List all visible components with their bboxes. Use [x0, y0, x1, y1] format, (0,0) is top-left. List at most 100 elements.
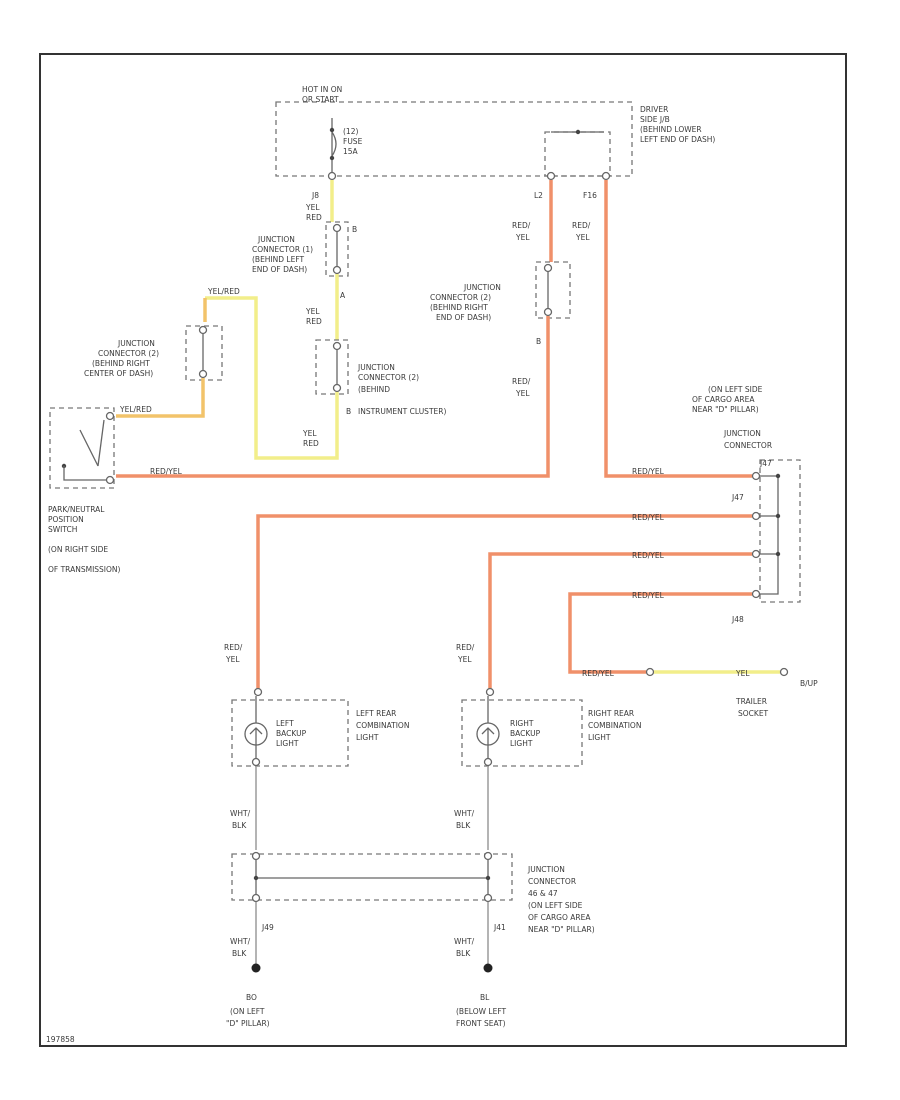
label-red-right: RED/	[456, 643, 475, 652]
label-yel-red-low: YEL/RED	[119, 405, 152, 414]
label-jc20-3: (BEHIND	[358, 385, 390, 394]
label-yel-f16: YEL	[575, 233, 590, 242]
label-jc22-pin: B	[536, 337, 541, 346]
label-jc20-1: JUNCTION	[357, 363, 395, 372]
wire-yel-loop	[205, 296, 339, 460]
trailer-pin-1	[645, 667, 655, 677]
label-jc1-3: (BEHIND LEFT	[252, 255, 305, 264]
label-red-left: RED/	[224, 643, 243, 652]
label-jc46-3: 46 & 47	[528, 889, 558, 898]
jc-right-dot-3	[775, 551, 781, 557]
jc46-pin-rt	[483, 851, 493, 861]
label-jc1-2: CONNECTOR (1)	[252, 245, 313, 254]
label-jc23-3: (BEHIND RIGHT	[92, 359, 150, 368]
label-g-right-1: BL	[480, 993, 490, 1002]
jc46-pin-lb	[251, 893, 261, 903]
label-red-2: RED	[306, 317, 322, 326]
jc23-pin-top	[198, 325, 208, 335]
label-jc1-1: JUNCTION	[257, 235, 295, 244]
label-yel-mid: YEL	[515, 389, 530, 398]
label-jc22-1: JUNCTION	[463, 283, 501, 292]
jc-right-pin-4	[751, 589, 761, 599]
label-wire-r2: RED/YEL	[632, 513, 665, 522]
right-light-pin-top	[485, 687, 495, 697]
jc46-dot-l	[253, 875, 259, 881]
label-right-bk-3: LIGHT	[510, 739, 533, 748]
label-jc-right-2: CONNECTOR	[724, 441, 772, 450]
label-g-right-3: FRONT SEAT)	[456, 1019, 506, 1028]
label-left-side-3: NEAR "D" PILLAR)	[692, 405, 759, 414]
fuse-box-outline	[275, 101, 633, 177]
label-lrc-3: LIGHT	[356, 733, 379, 742]
diagram-frame	[39, 53, 847, 1047]
label-wht-r: WHT/	[454, 809, 475, 818]
wire-redyel-main-horizontal	[116, 316, 550, 478]
label-jc46-5: OF CARGO AREA	[528, 913, 591, 922]
jc46-outline	[231, 853, 513, 901]
label-wht-l: WHT/	[230, 809, 251, 818]
label-j47: J47	[731, 493, 744, 502]
label-rrc-2: COMBINATION	[588, 721, 641, 730]
label-left-bk-3: LIGHT	[276, 739, 299, 748]
label-pnp-3: SWITCH	[48, 525, 77, 534]
label-jc20-pin: B	[346, 407, 351, 416]
right-bulb-filament	[481, 727, 495, 745]
label-trailer-1: TRAILER	[735, 697, 767, 706]
jc-right-pin-3	[751, 549, 761, 559]
label-red-yel-mid: RED/	[512, 377, 531, 386]
label-pin-f16: F16	[583, 191, 597, 200]
label-driver-jb-3: (BEHIND LOWER	[640, 125, 702, 134]
label-yel-left: YEL	[225, 655, 240, 664]
label-wire-r3: RED/YEL	[632, 551, 665, 560]
label-yel-red-top: YEL/RED	[207, 287, 240, 296]
label-red-yel-main: RED/YEL	[150, 467, 183, 476]
label-red-3: RED	[303, 439, 319, 448]
jc1-pin-bottom	[332, 265, 342, 275]
label-jc23-4: CENTER OF DASH)	[84, 369, 153, 378]
label-wht-r2: WHT/	[454, 937, 475, 946]
jc-right-dot-2	[775, 513, 781, 519]
label-j49: J49	[261, 923, 274, 932]
pnp-internal-ground	[63, 466, 106, 481]
jc-right-pin-2	[751, 511, 761, 521]
wire-redyel-to-left-light	[256, 514, 752, 688]
left-bulb-filament	[249, 727, 263, 745]
jc46-dot-r	[485, 875, 491, 881]
label-jc23-2: CONNECTOR (2)	[98, 349, 159, 358]
ground-right-icon	[483, 963, 493, 973]
label-yel-2: YEL	[305, 307, 320, 316]
label-pnp-5: OF TRANSMISSION)	[48, 565, 121, 574]
label-g-left-2: (ON LEFT	[230, 1007, 265, 1016]
label-jc-right-1: JUNCTION	[723, 429, 761, 438]
label-trailer-2: SOCKET	[738, 709, 769, 718]
left-combination-light-outline	[231, 699, 349, 767]
pin-j8	[327, 171, 337, 181]
label-j41: J41	[493, 923, 506, 932]
label-jc22-3: (BEHIND RIGHT	[430, 303, 488, 312]
label-pnp-2: POSITION	[48, 515, 84, 524]
pin-l2	[546, 171, 556, 181]
label-g-right-2: (BELOW LEFT	[456, 1007, 507, 1016]
right-combination-light-outline	[461, 699, 583, 767]
jc20-outline	[315, 339, 349, 395]
jc-right-outline	[759, 459, 801, 603]
label-left-side-2: OF CARGO AREA	[692, 395, 755, 404]
left-light-pin-top	[253, 687, 263, 697]
jc46-pin-lt	[251, 851, 261, 861]
label-yel-l2: YEL	[515, 233, 530, 242]
label-yel-3: YEL	[302, 429, 317, 438]
label-right-bk-2: BACKUP	[510, 729, 541, 738]
label-right-bk-1: RIGHT	[510, 719, 534, 728]
label-jc22-4: END OF DASH)	[436, 313, 491, 322]
wire-redyel-to-right-light	[488, 552, 752, 688]
label-g-left-1: BO	[246, 993, 257, 1002]
jb-link-dot	[575, 129, 581, 135]
label-j48: J48	[731, 615, 744, 624]
label-driver-jb-1: DRIVER	[640, 105, 668, 114]
label-jc-right-pins: J47	[759, 459, 772, 468]
label-yel-right: YEL	[457, 655, 472, 664]
jc23-pin-bottom	[198, 369, 208, 379]
label-fuse-amp: 15A	[343, 147, 359, 156]
label-jc46-2: CONNECTOR	[528, 877, 576, 886]
